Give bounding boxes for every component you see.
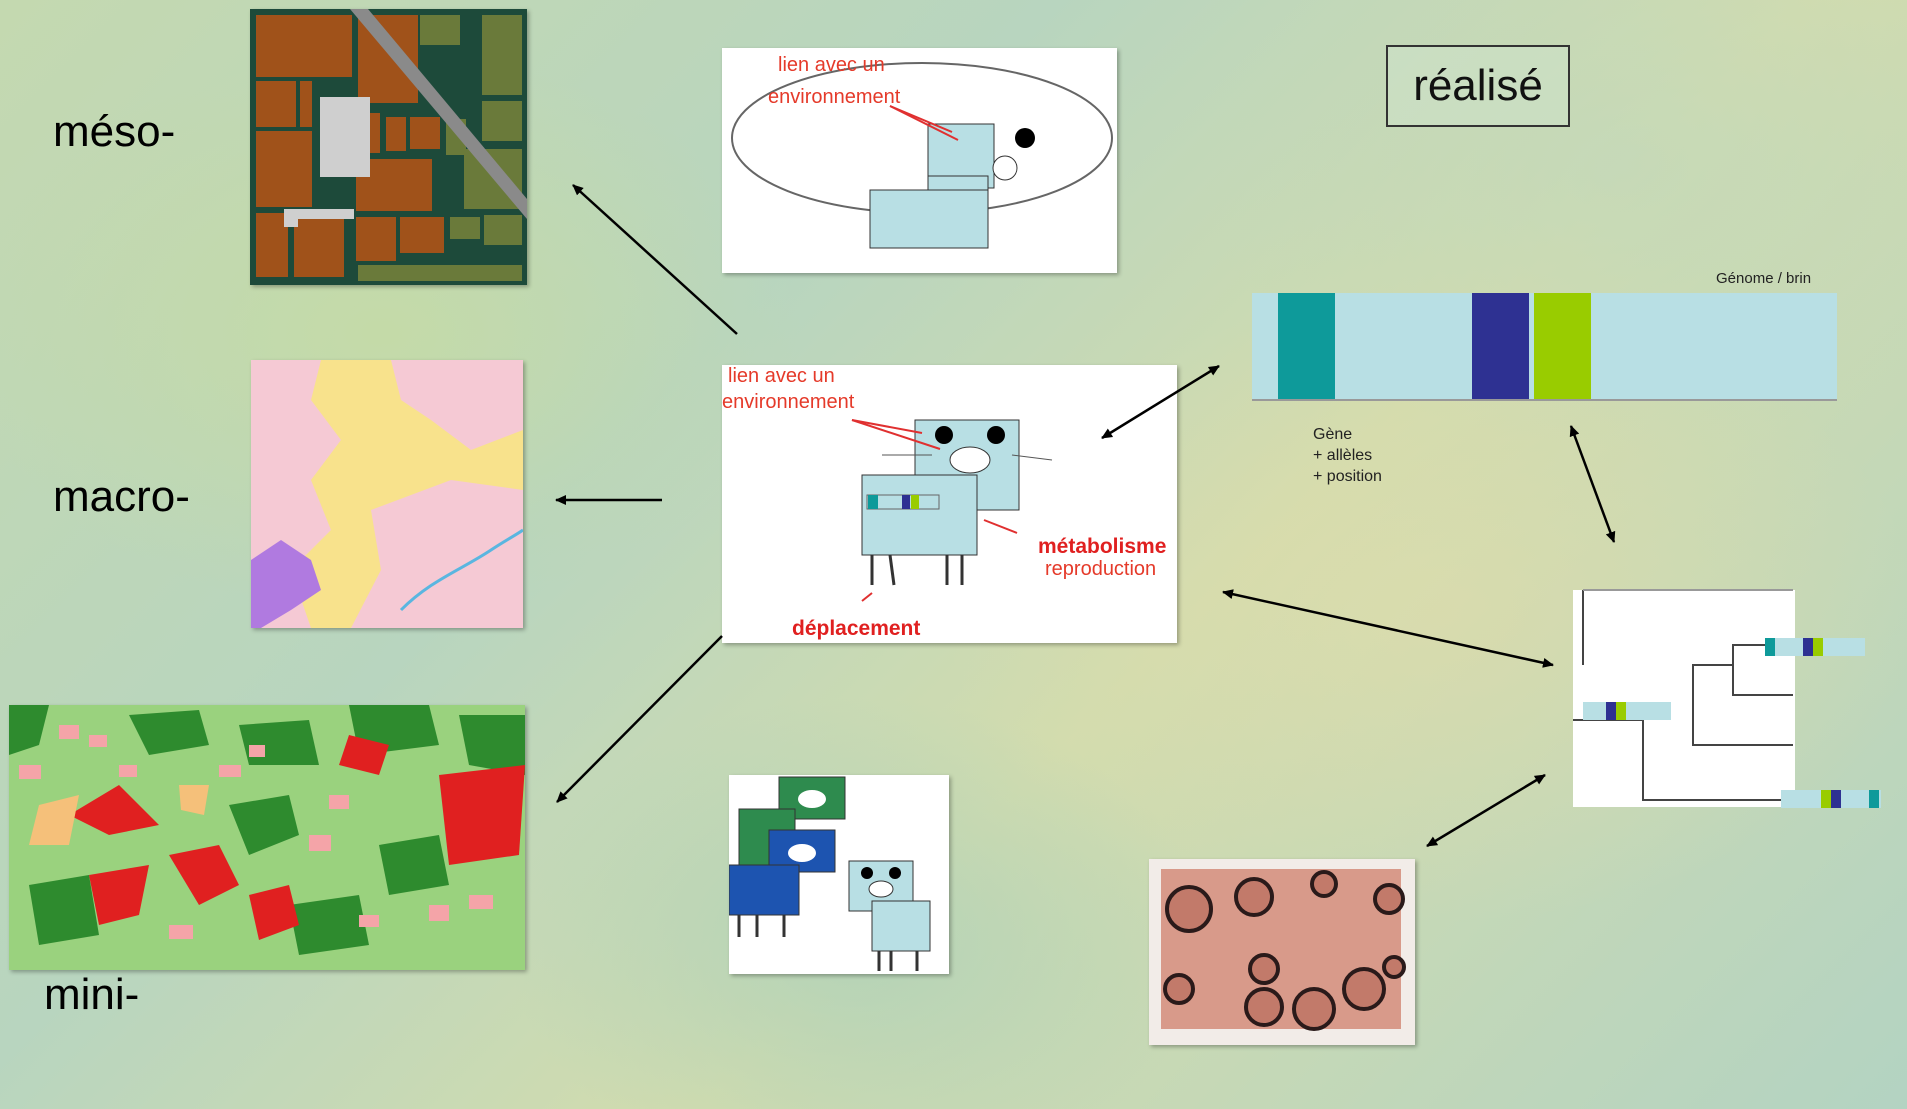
reproduction-label: reproduction: [1045, 558, 1157, 580]
mini-map-image: [9, 705, 525, 970]
meso-map-image: [250, 9, 527, 285]
arrow-tree-microscope: [1426, 773, 1546, 848]
status-box: réalisé: [1386, 45, 1570, 127]
top-caption-line2: environnement: [768, 86, 901, 108]
gene-line3: + position: [1313, 468, 1382, 485]
macro-map-image: [251, 360, 523, 628]
phylogeny-tree: [1573, 589, 1881, 808]
gene-segment-teal: [1278, 293, 1335, 399]
arrow-genome-tree: [1569, 425, 1616, 543]
arrow-to-mini: [556, 635, 723, 803]
mini-label: mini-: [44, 970, 140, 1019]
center-caption-line1: lien avec un: [728, 365, 835, 387]
gene-segment-indigo: [1472, 293, 1529, 399]
macro-label: macro-: [53, 472, 190, 521]
gene-segment-lime: [1534, 293, 1591, 399]
genome-title: Génome / brin: [1716, 270, 1812, 287]
meso-label: méso-: [53, 107, 176, 156]
environment-link-diagram: lien avec un environnement: [722, 48, 1117, 273]
metabolism-label: métabolisme: [1038, 535, 1167, 558]
gene-line2: + allèles: [1313, 447, 1373, 464]
arrow-organism-tree: [1222, 589, 1554, 668]
arrow-to-meso: [572, 184, 738, 335]
genome-bar: [1252, 293, 1837, 401]
top-caption-line1: lien avec un: [778, 54, 885, 76]
gene-annotation: Gène + allèles + position: [1313, 424, 1382, 487]
gene-line1: Gène: [1313, 426, 1353, 443]
organism-diagram: lien avec un environnement métabolisme r…: [722, 365, 1177, 643]
microscope-image: [1149, 859, 1415, 1045]
movement-label: déplacement: [792, 617, 921, 640]
center-caption-line2: environnement: [722, 391, 855, 413]
population-diagram: [729, 775, 949, 974]
